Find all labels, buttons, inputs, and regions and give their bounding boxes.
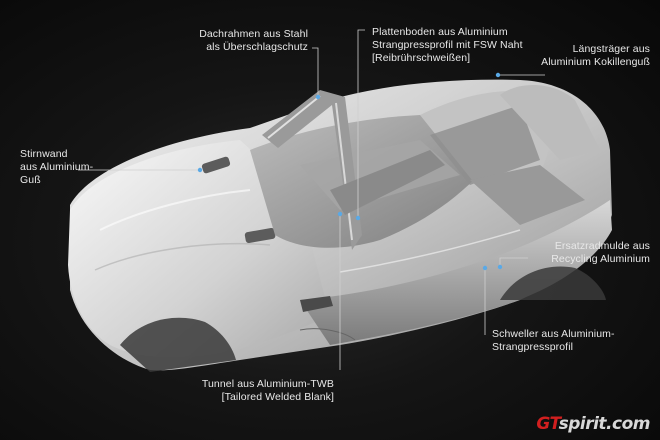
- windshield-frame: [262, 90, 362, 250]
- label-tunnel-line-2: [Tailored Welded Blank]: [221, 391, 334, 403]
- leader-dachrahmen: [312, 47, 319, 95]
- label-laengstraeger-line-1: Längsträger aus: [572, 43, 650, 55]
- label-dachrahmen-line-2: als Überschlagschutz: [206, 41, 308, 53]
- label-stirnwand-line-3: Guß: [20, 174, 41, 186]
- side-panel: [300, 200, 612, 345]
- watermark-rest: spirit.com: [558, 414, 651, 434]
- rear-wheel-arch: [500, 266, 606, 300]
- label-ersatzradmulde: Ersatzradmulde aus Recycling Aluminium: [500, 240, 650, 266]
- spare-wheel-well: [470, 165, 585, 225]
- label-stirnwand-line-1: Stirnwand: [20, 148, 68, 160]
- leader-plattenboden: [357, 29, 365, 218]
- front-wheel-arch: [120, 317, 236, 372]
- leader-ersatzradmulde: [499, 257, 528, 265]
- label-ersatzradmulde-line-2: Recycling Aluminium: [551, 253, 650, 265]
- tunnel: [330, 150, 445, 215]
- label-plattenboden-line-2: Strangpressprofil mit FSW Naht: [372, 39, 523, 51]
- label-dachrahmen-line-1: Dachrahmen aus Stahl: [199, 28, 308, 40]
- label-ersatzradmulde-line-1: Ersatzradmulde aus: [554, 240, 650, 252]
- label-tunnel-line-1: Tunnel aus Aluminium-TWB: [201, 378, 334, 390]
- label-schweller: Schweller aus Aluminium- Strangpressprof…: [492, 328, 615, 354]
- gtspirit-watermark: GTspirit.com: [536, 414, 650, 434]
- label-plattenboden: Plattenboden aus Aluminium Strangpresspr…: [372, 26, 523, 65]
- watermark-prefix: GT: [536, 414, 559, 434]
- label-dachrahmen: Dachrahmen aus Stahl als Überschlagschut…: [150, 28, 308, 54]
- label-plattenboden-line-1: Plattenboden aus Aluminium: [372, 26, 508, 38]
- label-schweller-line-2: Strangpressprofil: [492, 341, 574, 353]
- label-stirnwand-line-2: aus Aluminium-: [20, 161, 94, 173]
- label-schweller-line-1: Schweller aus Aluminium-: [492, 328, 615, 340]
- label-plattenboden-line-3: [Reibrührschweißen]: [372, 52, 471, 64]
- label-tunnel: Tunnel aus Aluminium-TWB [Tailored Welde…: [176, 378, 334, 404]
- label-stirnwand: Stirnwand aus Aluminium- Guß: [20, 148, 93, 187]
- label-laengstraeger: Längsträger aus Aluminium Kokillenguß: [510, 43, 650, 69]
- label-laengstraeger-line-2: Aluminium Kokillenguß: [541, 56, 650, 68]
